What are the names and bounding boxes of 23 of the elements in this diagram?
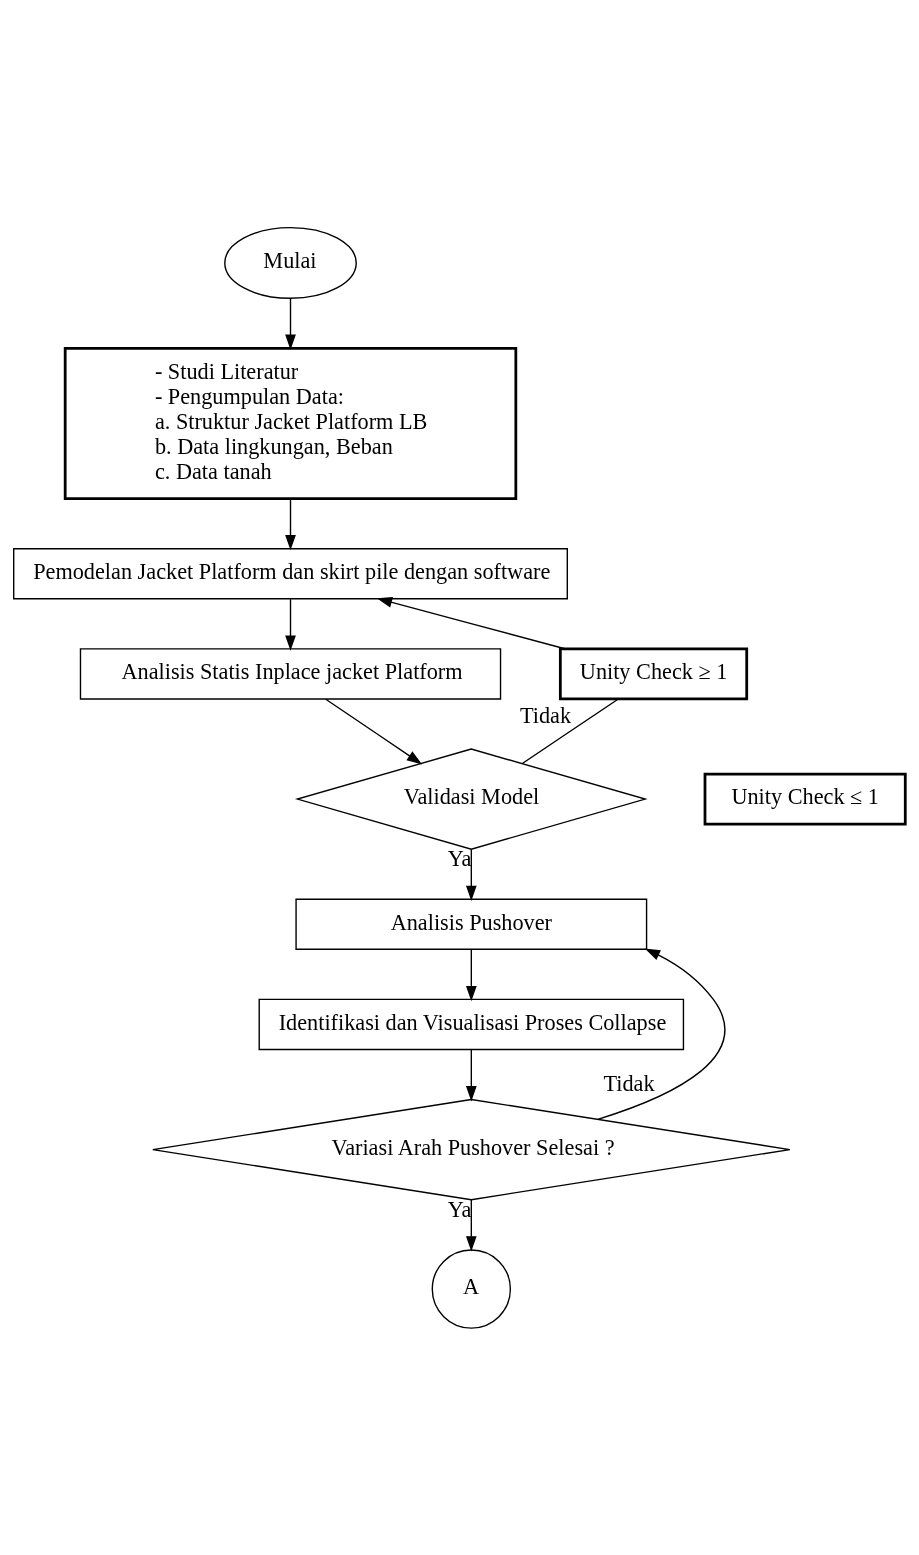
node-box: Unity Check ≥ 1 <box>558 647 749 700</box>
connector <box>521 698 619 764</box>
node-box: Analisis Pushover <box>295 898 648 950</box>
arrow <box>597 948 726 1120</box>
node-box: - Studi Literatur - Pengumpulan Data: a. Struktur Jacket Platform LB b. Data lingkungan, Beban c. Data tanah <box>63 346 518 500</box>
arrow <box>285 497 296 550</box>
node-circle: A <box>431 1248 512 1329</box>
arrow <box>465 948 477 1001</box>
arrow <box>285 598 296 651</box>
arrow <box>465 1048 477 1101</box>
edge-label: Tidak <box>603 1070 655 1096</box>
node-box: Identifikasi dan Visualisasi Proses Collapse <box>258 998 685 1050</box>
arrow <box>465 848 477 901</box>
node-box: Analisis Statis Inplace jacket Platform <box>79 647 502 700</box>
edge-label: Tidak <box>519 702 572 728</box>
arrow <box>376 596 566 649</box>
node-ellipse: Mulai <box>224 226 357 299</box>
arrow <box>325 698 423 764</box>
node-box: Unity Check ≤ 1 <box>703 772 907 826</box>
arrow <box>465 1198 477 1251</box>
node-diamond: Variasi Arah Pushover Selesai ? <box>152 1098 791 1200</box>
node-box: Pemodelan Jacket Platform dan skirt pile dengan software <box>13 547 568 599</box>
arrow <box>285 297 296 350</box>
